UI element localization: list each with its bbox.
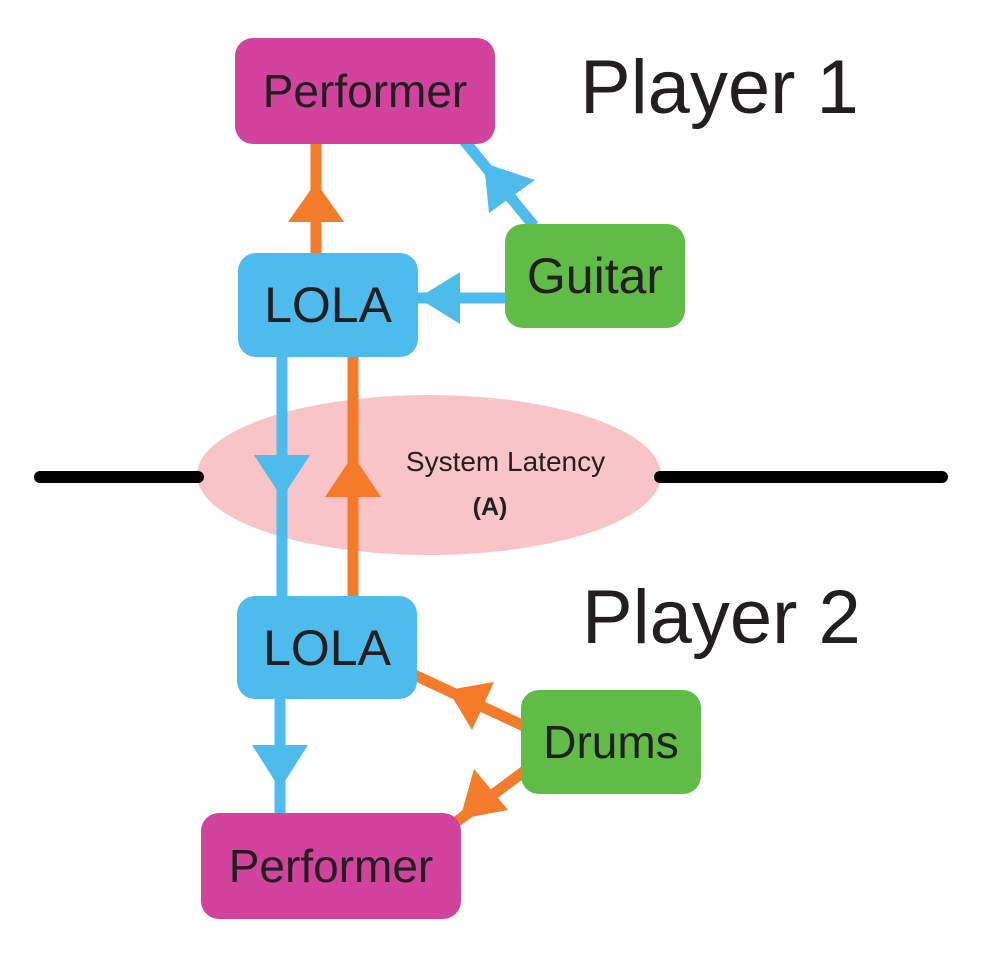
system-latency-label: System Latency xyxy=(405,446,606,477)
arrow-drums-to-lola2 xyxy=(405,667,529,732)
guitar-box: Guitar xyxy=(505,224,685,328)
performer-2-box: Performer xyxy=(201,813,461,919)
arrow-guitar-to-performer1 xyxy=(457,134,539,230)
lola-1-label: LOLA xyxy=(264,277,392,333)
arrow-lola2-to-lola1 xyxy=(325,356,381,600)
lola-1-box: LOLA xyxy=(238,253,418,357)
drums-label: Drums xyxy=(543,716,679,768)
system-latency-zone xyxy=(197,395,661,555)
lola-2-box: LOLA xyxy=(237,596,417,699)
player-1-heading: Player 1 xyxy=(580,45,859,130)
arrow-lola1-to-performer1 xyxy=(288,140,344,258)
performer-1-label: Performer xyxy=(262,65,468,117)
arrow-guitar-to-lola1 xyxy=(415,272,510,324)
arrow-lola2-to-performer2 xyxy=(252,695,308,822)
guitar-label: Guitar xyxy=(526,248,664,304)
drums-box: Drums xyxy=(521,690,701,794)
arrow-drums-to-performer2 xyxy=(444,765,530,833)
performer-2-label: Performer xyxy=(228,840,434,892)
player-2-heading: Player 2 xyxy=(582,575,861,660)
arrow-lola1-to-lola2 xyxy=(254,356,310,600)
system-latency-tag: (A) xyxy=(472,493,508,521)
performer-1-box: Performer xyxy=(235,38,495,144)
lola-2-label: LOLA xyxy=(263,619,391,676)
